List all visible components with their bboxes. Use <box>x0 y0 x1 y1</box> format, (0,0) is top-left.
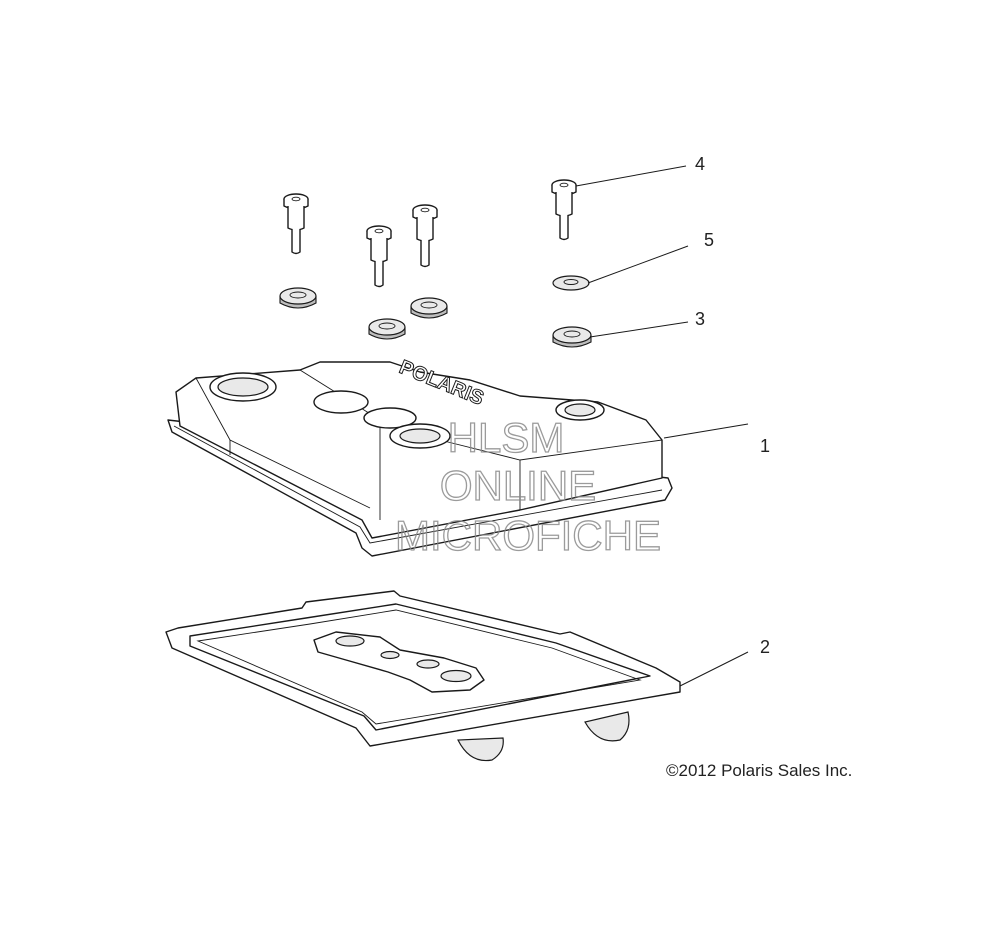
leader-lines <box>575 165 749 687</box>
grommet <box>552 326 592 348</box>
bolt-group <box>283 179 577 288</box>
callout-3: 3 <box>695 309 705 329</box>
watermark-line-1: HLSM <box>448 414 565 461</box>
grommet <box>279 287 317 309</box>
bolt <box>366 225 392 288</box>
watermark-line-2: ONLINE <box>440 462 596 509</box>
washer <box>552 275 590 291</box>
callout-2: 2 <box>760 637 770 657</box>
copyright-notice: ©2012 Polaris Sales Inc. <box>666 761 852 780</box>
bolt <box>283 193 309 255</box>
watermark: HLSM ONLINE MICROFICHE <box>394 413 661 559</box>
callout-4: 4 <box>695 154 705 174</box>
bolt <box>412 204 438 268</box>
bolt <box>551 179 577 241</box>
gasket <box>165 590 681 762</box>
valve-cover: POLARIS <box>167 356 673 557</box>
watermark-line-3: MICROFICHE <box>395 512 661 559</box>
grommet-group <box>279 287 592 348</box>
callout-5: 5 <box>704 230 714 250</box>
grommet <box>368 318 406 340</box>
callout-1: 1 <box>760 436 770 456</box>
grommet <box>410 297 448 319</box>
